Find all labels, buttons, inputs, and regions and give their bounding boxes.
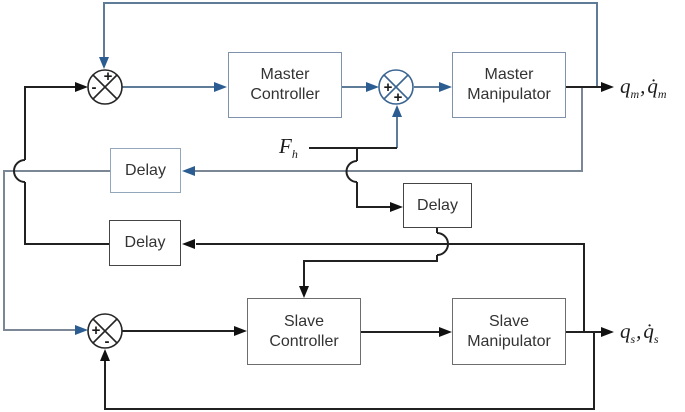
- top-feedback-path: [103, 2, 598, 87]
- delay3-out-lower-path: [24, 182, 110, 245]
- master-controller-block: Master Controller: [228, 52, 342, 118]
- delay-slave-feedback-block: Delay: [109, 220, 181, 266]
- delay-label: Delay: [417, 196, 458, 214]
- qdot-subscript: m: [657, 87, 667, 102]
- arrow-slave-output: [601, 327, 614, 337]
- black-arrowheads: [75, 82, 614, 361]
- summing-junction-master: [87, 69, 123, 105]
- plus-sign: +: [393, 89, 403, 107]
- force-subscript: h: [291, 147, 298, 162]
- delay-out-path: [3, 170, 110, 331]
- arrow-into-master-manipulator: [439, 82, 452, 92]
- sj1-diagonal: [92, 74, 118, 100]
- arrow-into-slave-controller-left: [234, 326, 247, 336]
- slave-controller-label: Slave Controller: [269, 312, 339, 350]
- q-symbol: q: [620, 74, 631, 98]
- sj2-diagonal: [383, 74, 409, 100]
- master-forward-lines: [122, 86, 439, 148]
- arrow-into-slave-controller-top: [299, 286, 309, 298]
- q-subscript: s: [630, 332, 636, 347]
- force-input-label: Fh: [279, 134, 298, 161]
- q-symbol: q: [620, 319, 631, 343]
- comma: ,: [636, 319, 642, 343]
- force-branch-hop-arc: [345, 160, 358, 183]
- arrow-into-delay-top: [182, 166, 195, 176]
- qdot-subscript: s: [653, 332, 659, 347]
- qdot-symbol: q̇: [647, 74, 658, 98]
- q-subscript: m: [630, 87, 640, 102]
- master-manipulator-label: Master Manipulator: [467, 66, 551, 103]
- black-lines: [13, 86, 601, 410]
- qdot-symbol: q̇: [643, 319, 654, 343]
- delay-label: Delay: [124, 234, 166, 251]
- arrow-master-output: [601, 82, 614, 92]
- summing-junction-slave: [87, 313, 123, 349]
- arrow-into-master-controller: [214, 82, 227, 92]
- plus-sign: +: [383, 79, 393, 97]
- arrow-into-sj1-top: [99, 57, 109, 69]
- sj3-diagonal: [92, 318, 118, 344]
- delay-force-feedforward-block: Delay: [403, 183, 472, 228]
- comma: ,: [640, 74, 646, 98]
- delay3-out-hop-arc: [13, 159, 26, 183]
- slave-output-to-delay-path: [196, 243, 585, 332]
- slave-bottom-feedback-path: [104, 332, 595, 410]
- master-controller-label: Master Controller: [250, 66, 320, 103]
- arrow-into-sj3-bottom: [100, 349, 110, 361]
- arrow-into-sj2-bottom: [392, 105, 402, 117]
- slave-output-label: qs,q̇s: [620, 319, 659, 346]
- arrow-into-delay-middle: [390, 202, 403, 212]
- delay3-to-sj1-path: [24, 86, 75, 160]
- master-output-label: qm,q̇m: [620, 74, 667, 101]
- delay-master-feedback-block: Delay: [110, 148, 181, 193]
- master-output-to-delay-line: [195, 87, 583, 172]
- arrow-into-sj1-left: [75, 82, 88, 92]
- slave-controller-block: Slave Controller: [247, 298, 361, 365]
- force-branch-lower-path: [356, 182, 390, 208]
- minus-sign: -: [104, 333, 110, 351]
- arrow-into-sj2-left: [366, 82, 379, 92]
- delay-to-slave-summing-line: [3, 170, 110, 331]
- master-tap-path: [195, 87, 583, 172]
- arrow-into-delay-bottom: [182, 239, 195, 249]
- slave-manipulator-block: Slave Manipulator: [452, 298, 566, 365]
- delay2-to-slave-controller-path: [303, 255, 438, 286]
- plus-sign: +: [103, 68, 113, 86]
- plus-sign: +: [91, 322, 101, 340]
- minus-sign: -: [91, 79, 97, 97]
- arrow-into-sj3-left: [75, 325, 88, 335]
- arrow-into-slave-manipulator: [439, 327, 452, 337]
- master-manipulator-block: Master Manipulator: [452, 52, 566, 118]
- top-feedback-line: [103, 2, 598, 87]
- slave-manipulator-label: Slave Manipulator: [467, 312, 551, 350]
- force-symbol: F: [279, 134, 292, 158]
- blue-arrowheads: [75, 57, 452, 335]
- summing-junction-master-force: [378, 69, 414, 105]
- delay-label: Delay: [125, 161, 166, 179]
